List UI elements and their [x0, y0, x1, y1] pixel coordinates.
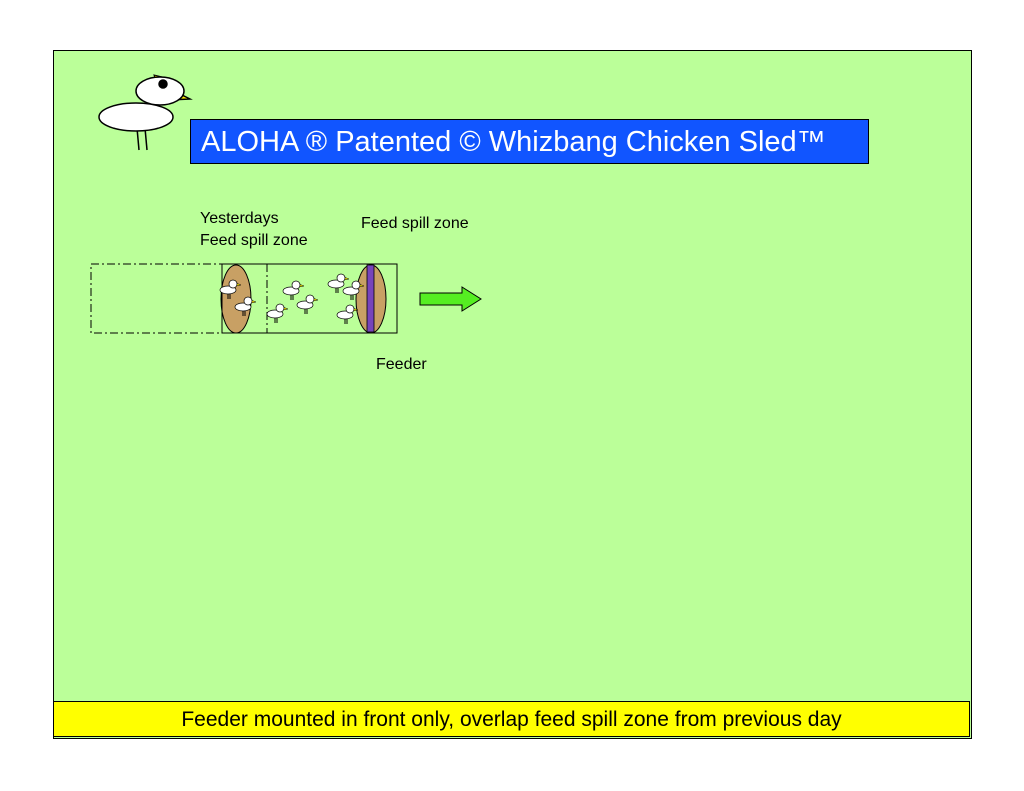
mascot-chicken-icon: [98, 74, 193, 151]
chicken-icon: [282, 280, 305, 300]
page-title: ALOHA ® Patented © Whizbang Chicken Sled…: [190, 119, 869, 164]
yesterday-label-line2: Feed spill zone: [200, 232, 308, 249]
feeder-label: Feeder: [376, 356, 427, 373]
chicken-icon: [327, 273, 350, 293]
spill-zone-label: Feed spill zone: [361, 215, 469, 232]
chickens: [219, 273, 365, 324]
caption: Feeder mounted in front only, overlap fe…: [53, 701, 970, 737]
chicken-icon: [266, 303, 289, 323]
direction-arrow-icon: [419, 286, 482, 312]
chicken-icon: [296, 294, 319, 314]
chicken-icon: [219, 279, 242, 299]
slide-background: [53, 50, 972, 739]
chicken-icon: [234, 296, 257, 316]
chicken-icon: [342, 280, 365, 300]
sled-frame: [221, 263, 398, 334]
chicken-icon: [336, 304, 359, 324]
feeder-bar: [366, 264, 375, 333]
yesterday-label-line1: Yesterdays: [200, 210, 279, 227]
